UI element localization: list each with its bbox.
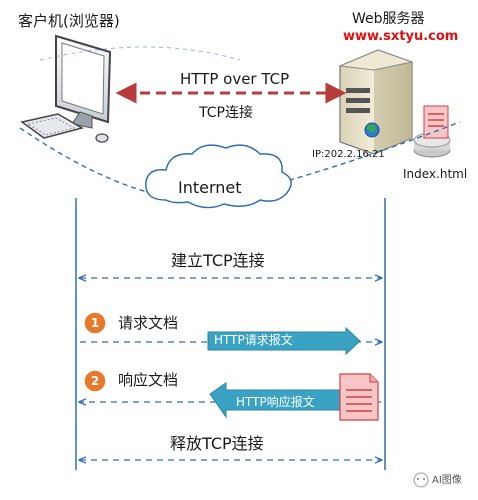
network-arc-upper [39, 46, 241, 61]
client-label: 客户机(浏览器) [18, 12, 120, 30]
server-ip-label: IP:202.2.16.21 [312, 149, 385, 160]
step-2-number: 2 [90, 374, 100, 388]
establish-tcp-label: 建立TCP连接 [171, 251, 265, 270]
server-label: Web服务器 [352, 11, 425, 27]
server-url-link[interactable]: www.sxtyu.com [343, 29, 459, 44]
tcp-connection-label: TCP连接 [199, 105, 253, 121]
release-tcp-label: 释放TCP连接 [170, 434, 264, 453]
response-doc-label: 响应文档 [118, 371, 179, 389]
step-2-badge [83, 369, 107, 393]
step-1-number: 1 [90, 316, 100, 330]
response-message-label: HTTP响应报文 [236, 395, 315, 409]
request-message-banner [207, 326, 361, 356]
index-document-icon [413, 105, 451, 158]
client-computer-icon [20, 34, 112, 143]
internet-label: Internet [178, 178, 242, 197]
step-1-badge [83, 311, 107, 335]
index-file-label: Index.html [403, 167, 468, 181]
watermark-icon [413, 472, 429, 488]
internet-cloud-icon [145, 144, 292, 209]
request-message-label: HTTP请求报文 [214, 333, 293, 347]
web-server-icon [338, 49, 414, 155]
request-doc-label: 请求文档 [118, 314, 179, 332]
response-document-icon [339, 373, 379, 421]
protocol-label: HTTP over TCP [180, 70, 290, 88]
watermark-label: AI图像 [432, 475, 462, 486]
